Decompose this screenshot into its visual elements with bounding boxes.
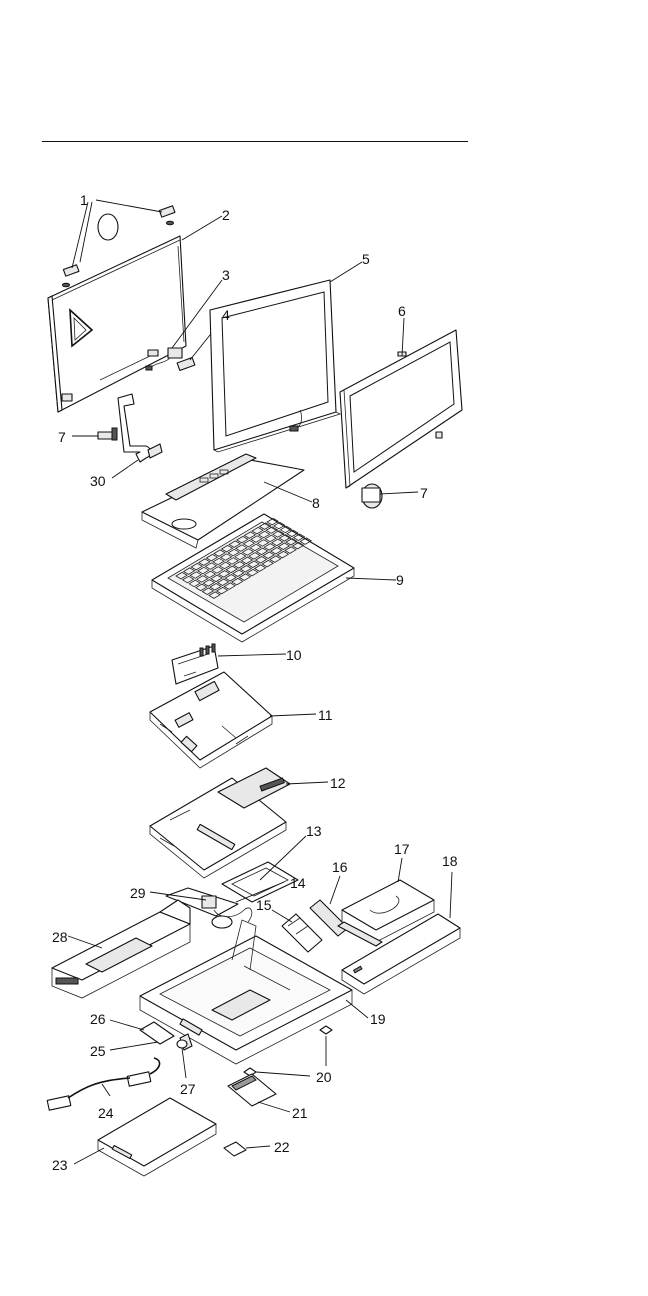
part-27-backup-battery [177,1040,187,1078]
callout-10: 10 [286,647,302,663]
callout-9: 9 [396,572,404,588]
callout-21: 21 [292,1105,308,1121]
callout-17: 17 [394,841,410,857]
callout-30: 30 [90,473,106,489]
part-22-small-module [224,1142,270,1156]
callout-28: 28 [52,929,68,945]
callout-3: 3 [222,267,230,283]
part-2-lcd-rear-cover [48,214,222,412]
callout-14: 14 [290,875,306,891]
callout-23: 23 [52,1157,68,1173]
part-23-floppy-drive [74,1098,216,1176]
callout-29: 29 [130,885,146,901]
callout-6: 6 [398,303,406,319]
callout-11: 11 [318,707,333,723]
part-11-system-board [150,672,316,768]
part-12-io-board [150,768,328,878]
part-15-connector-board [272,910,322,952]
callout-7b: 7 [420,485,428,501]
part-6-lcd-bezel [340,318,462,488]
callout-26: 26 [90,1011,106,1027]
callout-5: 5 [362,251,370,267]
callout-22: 22 [274,1139,290,1155]
part-21-memory-card [228,1074,290,1112]
part-5-lcd-panel [210,262,362,452]
callout-7a: 7 [58,429,66,445]
callout-19: 19 [370,1011,386,1027]
callout-18: 18 [442,853,458,869]
callout-16: 16 [332,859,348,875]
part-30-lcd-cable [112,394,162,478]
callout-24: 24 [98,1105,114,1121]
callout-20: 20 [316,1069,332,1085]
part-24-fdd-cable [47,1058,159,1110]
part-19-bottom-case [140,920,368,1064]
callout-8: 8 [312,495,320,511]
callout-15: 15 [256,897,272,913]
callout-25: 25 [90,1043,106,1059]
callout-2: 2 [222,207,230,223]
callout-27: 27 [180,1081,196,1097]
callout-13: 13 [306,823,322,839]
callout-4: 4 [222,307,230,323]
callout-1: 1 [80,192,88,208]
callout-12: 12 [330,775,346,791]
